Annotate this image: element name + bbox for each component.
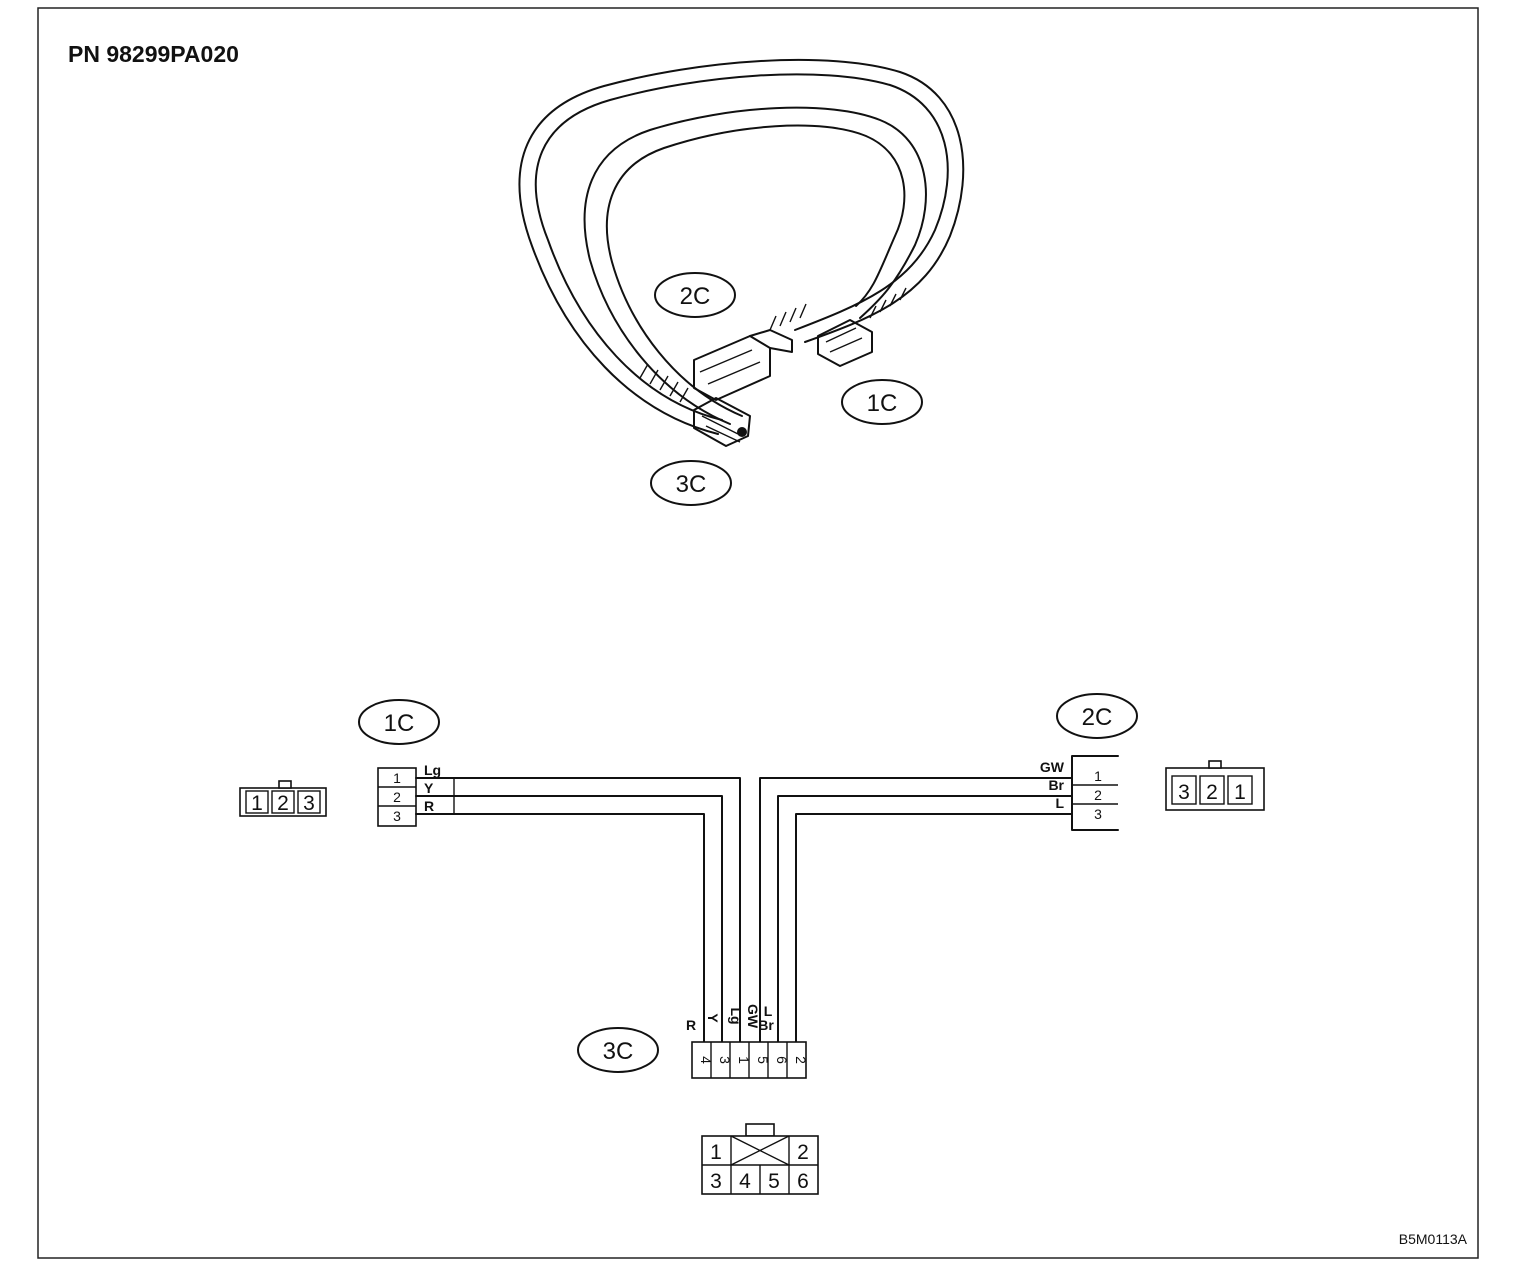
svg-text:3: 3 (710, 1170, 722, 1193)
svg-text:GW: GW (745, 1004, 761, 1029)
svg-text:GW: GW (1040, 759, 1065, 775)
svg-text:1: 1 (736, 1056, 752, 1064)
svg-text:1: 1 (251, 792, 263, 815)
svg-text:R: R (424, 798, 434, 814)
svg-text:2: 2 (1206, 781, 1218, 804)
svg-text:Lg: Lg (728, 1007, 744, 1024)
svg-text:4: 4 (739, 1170, 751, 1193)
svg-text:L: L (764, 1003, 773, 1019)
svg-text:3: 3 (303, 792, 315, 815)
schematic-bubble-3c: 3C (577, 1027, 659, 1073)
harness-illustration: 2C 1C 3C (518, 58, 965, 506)
svg-text:2C: 2C (1082, 704, 1113, 731)
svg-text:1C: 1C (384, 710, 415, 737)
connector-3c-side: 4 3 1 5 6 2 (691, 1041, 809, 1079)
svg-text:6: 6 (797, 1170, 809, 1193)
svg-text:3: 3 (717, 1056, 733, 1064)
schematic-bubble-1c: 1C (358, 699, 440, 745)
connector-2c-side: 1 2 3 GW Br L (1040, 755, 1119, 831)
connector-3c-face: 1 2 3 4 5 6 (701, 1123, 819, 1195)
connector-3c-illustration (693, 397, 751, 447)
svg-text:5: 5 (768, 1170, 780, 1193)
connector-2c-illustration (693, 329, 793, 401)
svg-text:2: 2 (277, 792, 289, 815)
svg-text:1: 1 (393, 770, 401, 786)
svg-text:3C: 3C (676, 471, 707, 498)
svg-text:3: 3 (1178, 781, 1190, 804)
connector-2c-face: 3 2 1 (1165, 760, 1265, 811)
svg-text:2: 2 (797, 1141, 809, 1164)
connector-1c-side: 1 2 3 Lg Y R (377, 762, 441, 827)
svg-text:6: 6 (774, 1056, 790, 1064)
right-wire-bundle (759, 777, 1073, 1043)
svg-text:1: 1 (1094, 768, 1102, 784)
label-bubble-3c: 3C (650, 460, 732, 506)
svg-text:3C: 3C (603, 1038, 634, 1065)
svg-text:Y: Y (424, 780, 434, 796)
svg-text:4: 4 (698, 1056, 714, 1064)
svg-text:2: 2 (393, 789, 401, 805)
svg-text:L: L (1055, 795, 1064, 811)
svg-text:2: 2 (1094, 787, 1102, 803)
svg-text:1: 1 (710, 1141, 722, 1164)
schematic-bubble-2c: 2C (1056, 693, 1138, 739)
svg-text:3: 3 (1094, 806, 1102, 822)
svg-text:Lg: Lg (424, 762, 441, 778)
connector-3c-wire-labels: R Y Lg GW Br L (686, 1003, 774, 1033)
label-bubble-2c: 2C (654, 272, 736, 318)
svg-text:5: 5 (755, 1056, 771, 1064)
connector-1c-face: 1 2 3 (239, 780, 327, 817)
svg-text:2C: 2C (680, 283, 711, 310)
svg-text:1: 1 (1234, 781, 1246, 804)
svg-text:Br: Br (1048, 777, 1064, 793)
wiring-schematic: 1 2 3 1C 1 2 3 Lg Y R (239, 693, 1265, 1195)
svg-text:2: 2 (793, 1056, 809, 1064)
svg-text:Y: Y (705, 1013, 721, 1023)
svg-text:3: 3 (393, 808, 401, 824)
left-wire-bundle (415, 777, 741, 1043)
svg-text:Br: Br (758, 1017, 774, 1033)
svg-text:R: R (686, 1017, 696, 1033)
part-number: PN 98299PA020 (68, 41, 239, 67)
figure-code: B5M0113A (1399, 1231, 1468, 1247)
figure-frame (37, 7, 1479, 1259)
connector-1c-illustration (817, 319, 873, 367)
label-bubble-1c: 1C (841, 379, 923, 425)
svg-text:1C: 1C (867, 390, 898, 417)
